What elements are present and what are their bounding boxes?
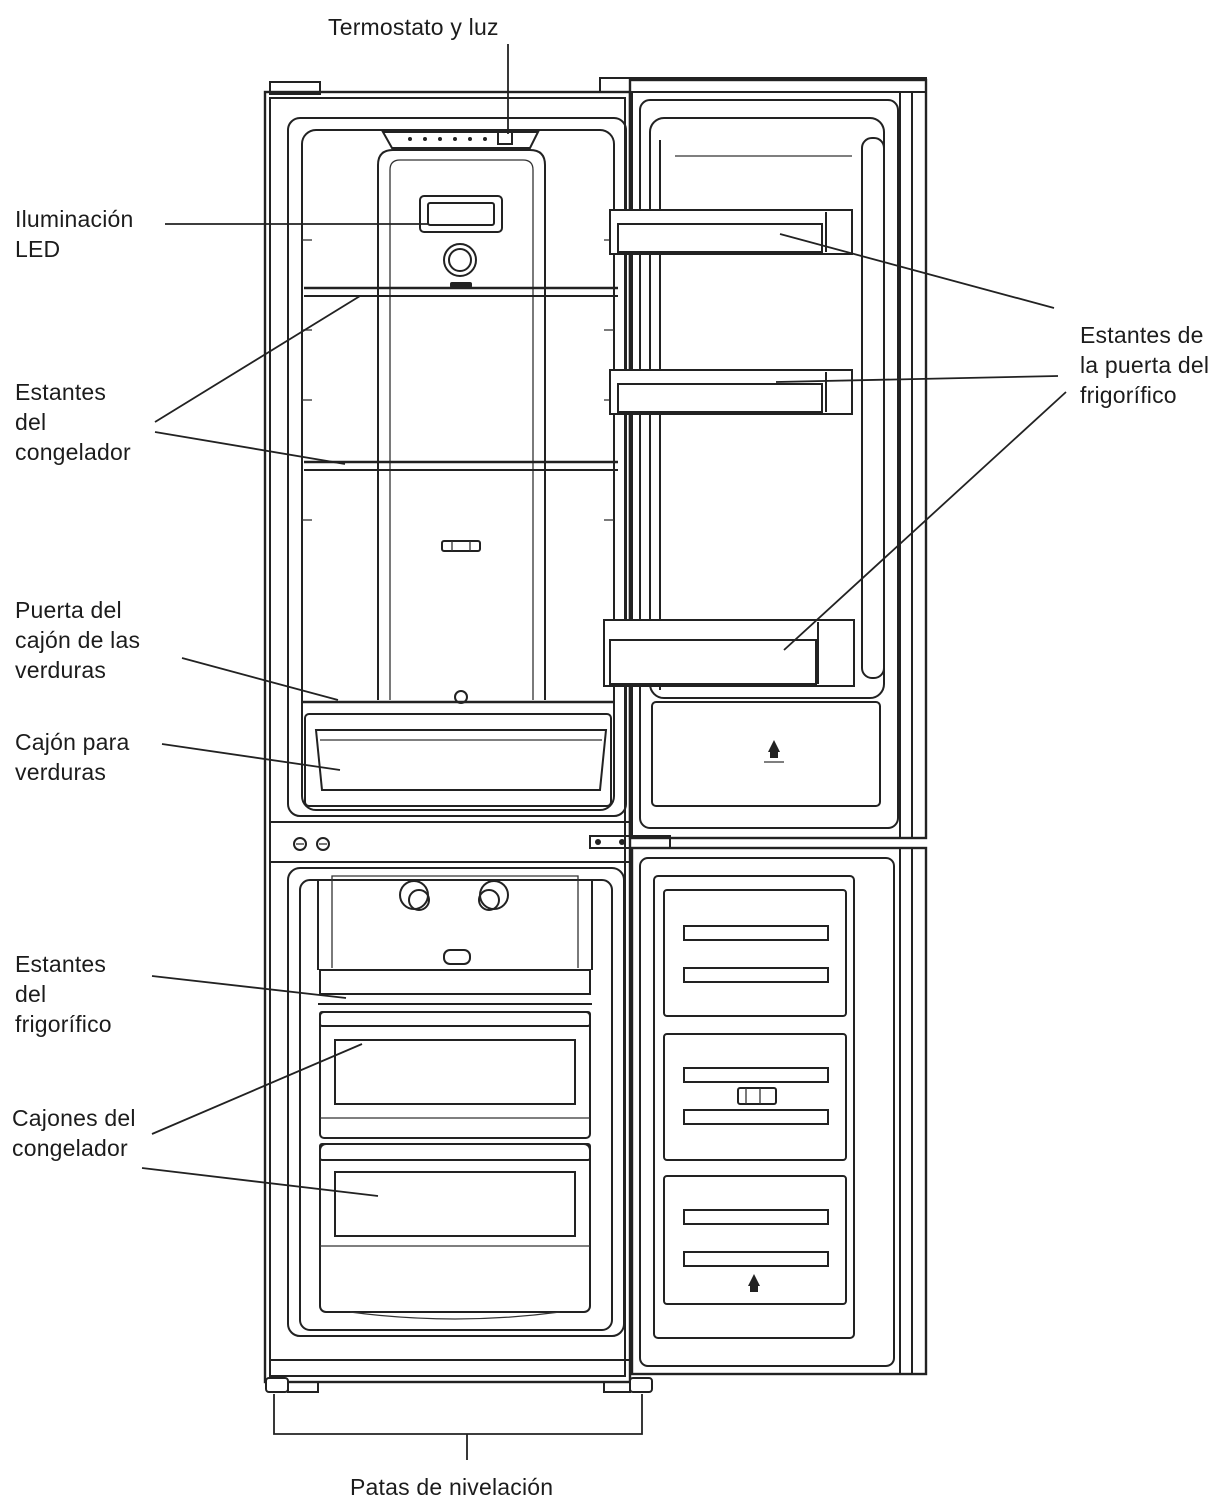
freezer-drawer-2 — [319, 1143, 591, 1313]
door-shelf-1 — [609, 209, 853, 255]
freezer-door-bin-1 — [663, 889, 847, 1017]
thermostat-panel — [381, 131, 540, 149]
freezer-drawer-1 — [319, 1011, 591, 1139]
fridge-door — [599, 77, 928, 840]
label-freezer-shelves: Estantes del congelador — [15, 379, 131, 465]
fridge-shelf — [318, 969, 592, 1005]
label-freezer-drawers: Cajones del congelador — [12, 1105, 136, 1161]
led-light-fixture — [419, 195, 503, 288]
leader-door-shelf-3 — [783, 391, 1067, 651]
label-leveling-feet: Patas de nivelación — [350, 1474, 554, 1500]
leader-freezer-drawer-1 — [151, 1043, 363, 1135]
leader-door-shelf-1 — [779, 233, 1055, 309]
leader-fridge-shelf — [151, 975, 347, 999]
leader-freezer-drawer-2 — [141, 1167, 379, 1197]
freezer-compartment — [287, 867, 625, 1337]
leader-crisper — [161, 743, 341, 771]
leader-freezer-shelf-1 — [154, 295, 361, 423]
freezer-shelf-2 — [304, 460, 618, 471]
leader-door-shelf-2 — [775, 375, 1059, 383]
freezer-shelf-1 — [304, 286, 618, 297]
crisper-drawer — [314, 729, 608, 791]
label-crisper: Cajón para verduras — [15, 729, 130, 785]
crisper-door — [302, 700, 614, 807]
door-shelf-3 — [603, 619, 855, 687]
fridge-compartment — [287, 117, 627, 817]
door-shelf-2 — [609, 369, 853, 415]
label-thermostat: Termostato y luz — [328, 14, 499, 40]
label-fridge-shelves: Estantes del frigorífico — [15, 951, 112, 1037]
leader-crisper-door — [181, 657, 339, 701]
leader-freezer-shelf-2 — [154, 431, 346, 465]
cabinet-body — [263, 81, 671, 1384]
leveling-feet — [265, 1377, 653, 1393]
label-led-light: Iluminación LED — [15, 206, 134, 262]
leader-feet-bracket — [273, 1394, 643, 1435]
leaf-icon — [764, 740, 784, 763]
label-door-shelves: Estantes de la puerta del frigorífico — [1080, 322, 1210, 408]
freezer-door — [630, 846, 928, 1376]
label-crisper-door: Puerta del cajón de las verduras — [15, 597, 141, 683]
leader-lines — [141, 44, 1067, 1460]
freezer-door-bin-2 — [663, 1033, 847, 1161]
freezer-door-bin-3 — [663, 1175, 847, 1305]
